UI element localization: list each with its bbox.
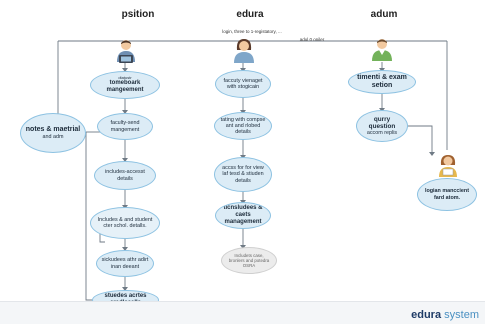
- node-logian-manccient: logian manccient fard atom.: [417, 178, 477, 211]
- brand-name: edura: [411, 309, 442, 321]
- column-title-psition: psition: [121, 9, 155, 20]
- column-title-adum: adum: [370, 9, 398, 20]
- node-includets-case: Includets case, bronlers and potedra OSR…: [221, 247, 277, 274]
- node-faculty-send-mangement: faculty-send mangement: [97, 113, 153, 140]
- node-tomeboark-mangeement: dtatustr tomeboark mangeement: [90, 71, 160, 99]
- node-qurry-question: qurry question accom replis: [356, 110, 408, 142]
- person-woman-icon: [234, 39, 254, 63]
- node-timenti-exam-setion: timenti & exam setion: [348, 70, 416, 94]
- node-includes-accesst-details: includes-accesst details: [94, 161, 156, 190]
- node-label: qurry question: [368, 115, 396, 130]
- node-label: notes & maetrial: [25, 125, 81, 133]
- brand-logo: edura system: [411, 309, 479, 321]
- node-label: tomeboark mangeement: [106, 80, 144, 94]
- node-sub-label: accom replis: [366, 130, 398, 137]
- node-ticnsludees-management: ticnsludees & caets management: [215, 202, 271, 229]
- brand-suffix: system: [444, 309, 479, 321]
- node-sickudees: sickudees athr adirt inan deeant: [96, 250, 154, 277]
- node-includes-student-details: Includes & and student cter schol. detal…: [90, 207, 160, 239]
- top-note: login, three to 1-registatory, ...: [222, 29, 282, 34]
- node-tating-compse: tating with compse ant and rlobed detail…: [214, 112, 272, 140]
- node-faccuty-vienaget: faccuty vienaget with stogicain: [215, 70, 271, 98]
- node-small-caption: dtatustr: [118, 74, 132, 80]
- right-note: adul 0 oniler: [299, 37, 325, 42]
- node-notes-maetrial: notes & maetrial and adm: [20, 113, 86, 153]
- column-title-edura: edura: [236, 9, 264, 20]
- footer-bar: edura system: [0, 301, 485, 324]
- person-reader-icon: [439, 155, 457, 177]
- person-laptop-icon: [117, 40, 135, 63]
- person-green-icon: [372, 39, 392, 61]
- node-accss-view: accss for for view laf tesd & stiuden de…: [214, 157, 272, 192]
- node-sub-label: and adm: [42, 133, 64, 140]
